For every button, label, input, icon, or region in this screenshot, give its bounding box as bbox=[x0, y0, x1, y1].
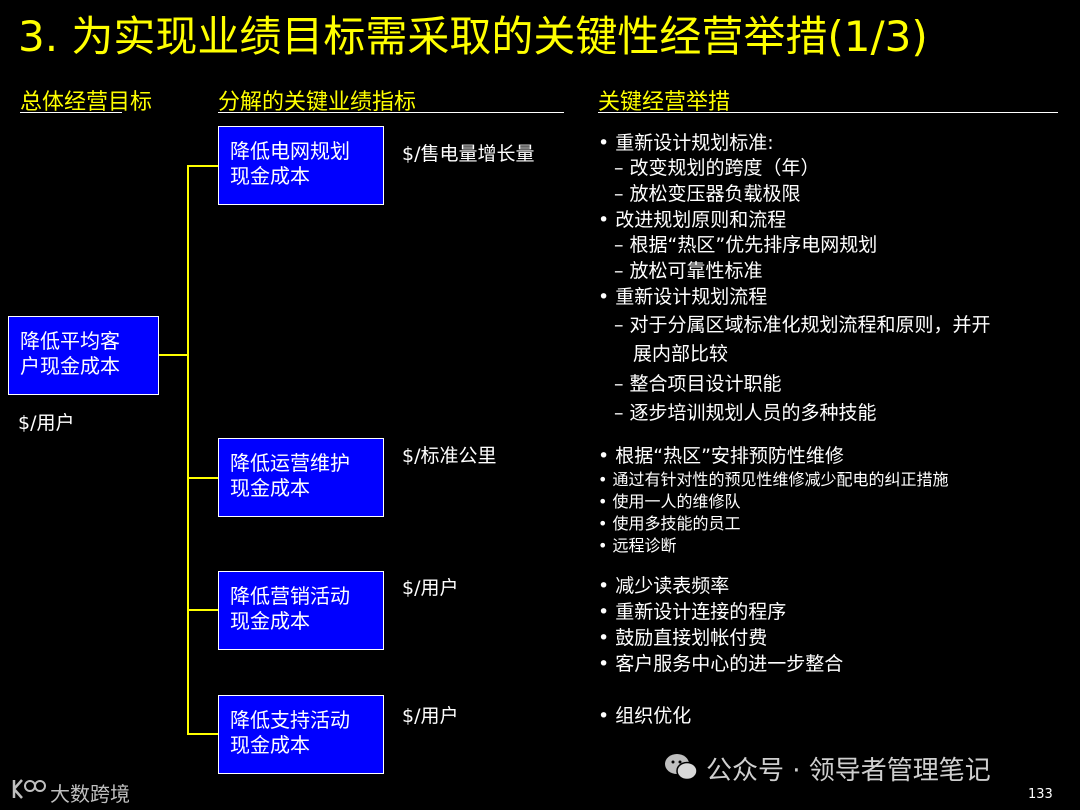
measure-item: • 使用一人的维修队 bbox=[598, 492, 741, 511]
measure-item: • 重新设计规划流程 bbox=[598, 286, 768, 308]
branch-box-4: 降低支持活动 现金成本 bbox=[218, 695, 384, 774]
measure-subitem: – 整合项目设计职能 bbox=[614, 373, 782, 395]
header-underline-indicators bbox=[218, 112, 564, 113]
connector-branch-3 bbox=[187, 609, 218, 611]
measure-item: • 使用多技能的员工 bbox=[598, 514, 741, 533]
connector-trunk bbox=[187, 165, 189, 735]
branch-1-metric: $/售电量增长量 bbox=[402, 143, 535, 165]
page-number: 133 bbox=[1028, 787, 1053, 802]
brand-logo-text: 大数跨境 bbox=[50, 782, 130, 806]
branch-2-line2: 现金成本 bbox=[230, 476, 310, 500]
measure-item: • 远程诊断 bbox=[598, 536, 677, 555]
branch-4-metric: $/用户 bbox=[402, 705, 459, 727]
column-header-indicators: 分解的关键业绩指标 bbox=[218, 90, 417, 115]
branch-3-line1: 降低营销活动 bbox=[230, 584, 350, 608]
root-metric: $/用户 bbox=[18, 412, 75, 434]
measure-subitem: – 改变规划的跨度（年） bbox=[614, 157, 820, 179]
column-header-overall: 总体经营目标 bbox=[20, 90, 153, 115]
measure-item: • 根据“热区”安排预防性维修 bbox=[598, 445, 844, 467]
measure-subitem: – 放松变压器负载极限 bbox=[614, 183, 801, 205]
branch-4-line2: 现金成本 bbox=[230, 733, 310, 757]
branch-1-line2: 现金成本 bbox=[230, 164, 310, 188]
connector-branch-4 bbox=[187, 733, 218, 735]
root-goal-line1: 降低平均客 bbox=[20, 329, 120, 353]
connector-branch-1 bbox=[187, 165, 218, 167]
branch-box-2: 降低运营维护 现金成本 bbox=[218, 438, 384, 517]
measure-item: • 重新设计连接的程序 bbox=[598, 601, 787, 623]
branch-1-line1: 降低电网规划 bbox=[230, 139, 350, 163]
branch-2-metric: $/标准公里 bbox=[402, 445, 497, 467]
measure-subitem-continued: 展内部比较 bbox=[633, 343, 729, 365]
header-underline-overall bbox=[20, 112, 122, 113]
measure-subitem: – 逐步培训规划人员的多种技能 bbox=[614, 402, 877, 424]
connector-root bbox=[159, 354, 188, 356]
branch-box-1: 降低电网规划 现金成本 bbox=[218, 126, 384, 205]
root-goal-line2: 户现金成本 bbox=[20, 354, 120, 378]
measure-item: • 鼓励直接划帐付费 bbox=[598, 627, 768, 649]
measure-item: • 通过有针对性的预见性维修减少配电的纠正措施 bbox=[598, 470, 949, 489]
root-goal-box: 降低平均客 户现金成本 bbox=[8, 316, 159, 395]
branch-box-3: 降低营销活动 现金成本 bbox=[218, 571, 384, 650]
measure-item: • 组织优化 bbox=[598, 705, 692, 727]
brand-logo-icon bbox=[10, 776, 46, 802]
measure-subitem: – 放松可靠性标准 bbox=[614, 260, 763, 282]
page-title: 3. 为实现业绩目标需采取的关键性经营举措(1/3) bbox=[18, 12, 928, 61]
branch-4-line1: 降低支持活动 bbox=[230, 708, 350, 732]
measure-item: • 客户服务中心的进一步整合 bbox=[598, 653, 844, 675]
wechat-icon bbox=[664, 752, 698, 782]
header-underline-measures bbox=[598, 112, 1058, 113]
measure-item: • 改进规划原则和流程 bbox=[598, 209, 787, 231]
measure-subitem: – 对于分属区域标准化规划流程和原则，并开 bbox=[614, 314, 991, 336]
measure-subitem: – 根据“热区”优先排序电网规划 bbox=[614, 234, 878, 256]
measure-item: • 重新设计规划标准: bbox=[598, 132, 774, 154]
column-header-measures: 关键经营举措 bbox=[598, 90, 731, 115]
measure-item: • 减少读表频率 bbox=[598, 575, 730, 597]
branch-3-line2: 现金成本 bbox=[230, 609, 310, 633]
branch-3-metric: $/用户 bbox=[402, 577, 459, 599]
branch-2-line1: 降低运营维护 bbox=[230, 451, 350, 475]
wechat-watermark: 公众号 · 领导者管理笔记 bbox=[706, 756, 991, 786]
connector-branch-2 bbox=[187, 477, 218, 479]
